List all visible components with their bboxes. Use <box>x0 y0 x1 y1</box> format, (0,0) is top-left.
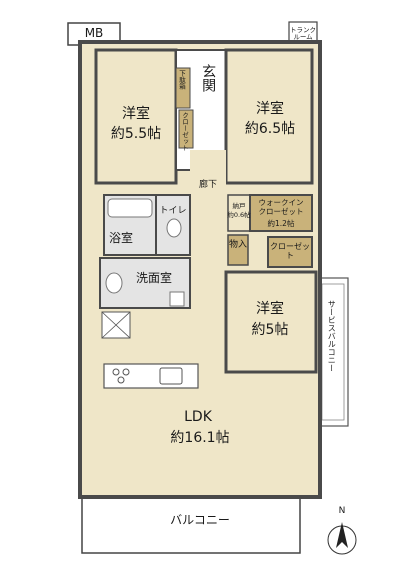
balcony-label: バルコニー <box>170 513 230 527</box>
ldk-size: 約16.1帖 <box>170 430 230 446</box>
west-room-2-size: 約6.5帖 <box>244 121 296 137</box>
compass-north-label: N <box>338 506 346 516</box>
west-room-2-name: 洋室 <box>256 101 284 117</box>
west-room-3-area <box>224 270 318 374</box>
balcony-area <box>81 494 301 554</box>
west-room-1-size: 約5.5帖 <box>110 126 162 142</box>
small-closet-area <box>178 109 194 149</box>
west-room-1-name: 洋室 <box>122 106 150 122</box>
storage-label: 物入 <box>228 240 247 250</box>
ldk-name: LDK <box>184 409 212 425</box>
kitchen-counter <box>103 363 199 389</box>
bath-label: 浴室 <box>108 231 133 245</box>
closet-label: クローゼット <box>270 242 310 261</box>
service-balcony-label: サービスバルコニー <box>327 300 337 372</box>
storage-area <box>227 234 249 266</box>
west-room-3-size: 約5帖 <box>251 322 289 338</box>
walk-in-closet-name: ウォークイン クローゼット <box>258 198 304 216</box>
nando-size: 約0.6帖 <box>227 211 251 219</box>
shoe-closet-label: 下駄箱 <box>177 70 186 90</box>
small-closet-label: クローゼット <box>180 112 189 151</box>
mb-label: MB <box>84 26 104 40</box>
service-balcony-area <box>317 277 349 427</box>
shoe-closet-area <box>175 67 191 109</box>
hallway-label: 廊下 <box>198 180 217 190</box>
west-room-1-area <box>94 48 178 185</box>
walk-in-closet-area <box>249 194 313 232</box>
nando-name: 納戸 <box>232 202 246 210</box>
walk-in-closet-size: 約1.2帖 <box>267 219 295 228</box>
trunk-room-label: トランクルーム <box>290 26 316 42</box>
closet-area <box>267 236 313 268</box>
west-room-2-area <box>224 48 314 185</box>
washroom-label: 洗面室 <box>135 271 172 285</box>
toilet-label: トイレ <box>159 206 187 216</box>
west-room-3-name: 洋室 <box>256 301 284 317</box>
hallway-area <box>190 150 226 290</box>
entrance-label: 玄関 <box>200 64 217 92</box>
